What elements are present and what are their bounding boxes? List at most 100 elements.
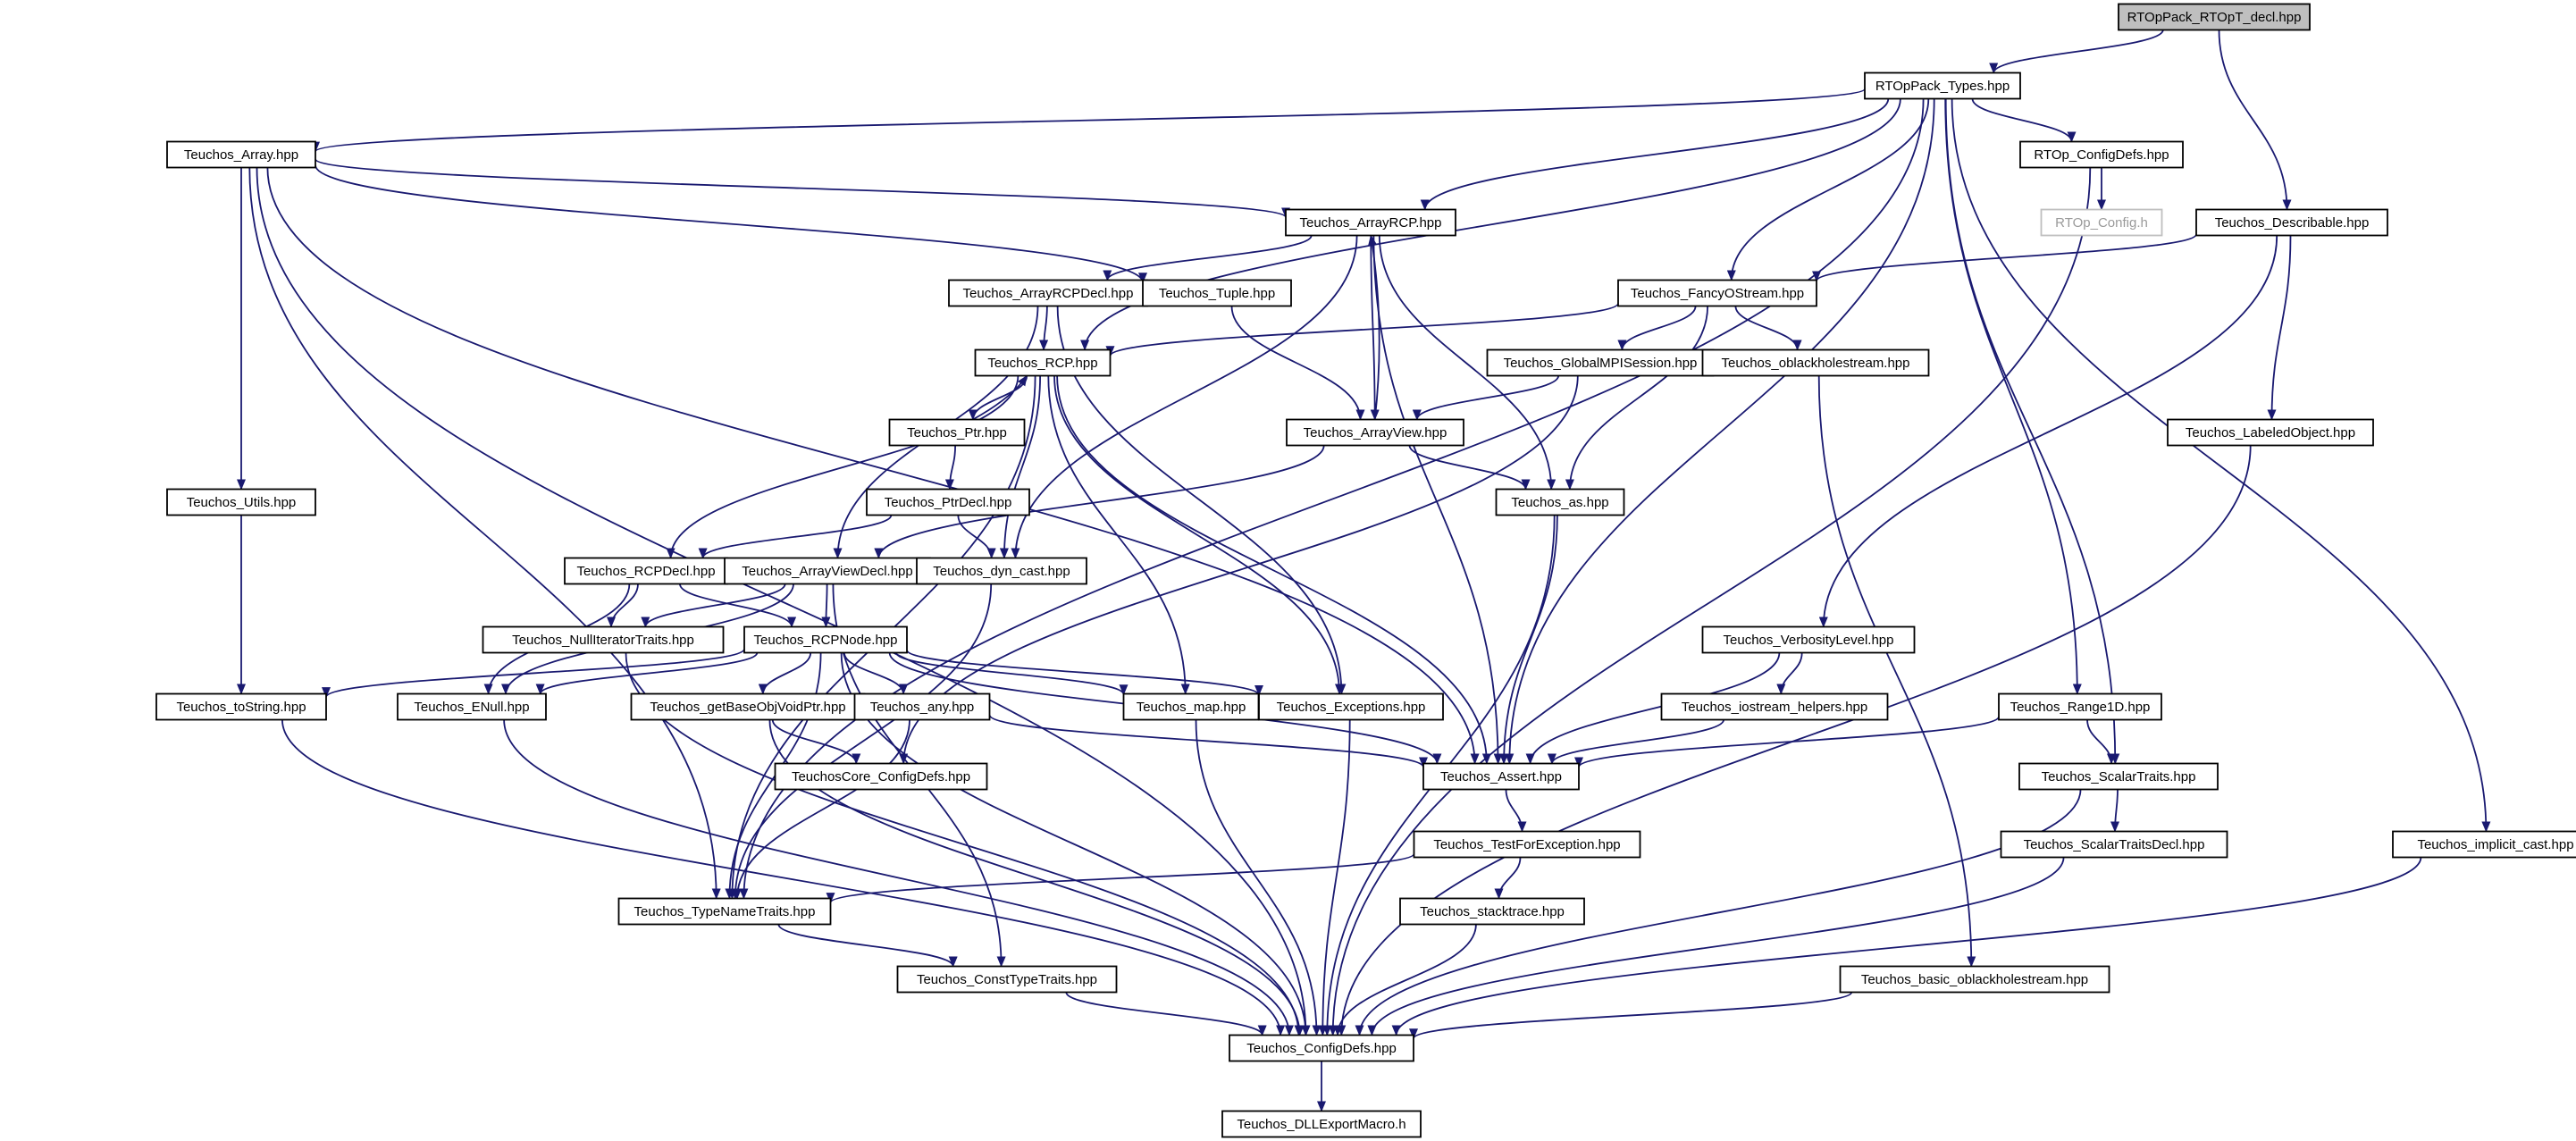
node-teuchos-globalmpisession[interactable]: Teuchos_GlobalMPISession.hpp — [1486, 348, 1715, 377]
node-teuchos-labeledobject[interactable]: Teuchos_LabeledObject.hpp — [2167, 418, 2374, 447]
node-teuchos-consttypetraits[interactable]: Teuchos_ConstTypeTraits.hpp — [896, 965, 1118, 994]
node-teuchos-typenametraits[interactable]: Teuchos_TypeNameTraits.hpp — [617, 897, 832, 926]
node-teuchos-utils[interactable]: Teuchos_Utils.hpp — [166, 488, 316, 516]
edge-verbosity-to-iostream — [1776, 652, 1803, 695]
node-teuchos-fancyostream[interactable]: Teuchos_FancyOStream.hpp — [1617, 279, 1817, 307]
edge-ptr-to-ptrdecl — [944, 445, 956, 491]
edge-arrayview-to-arrayviewdecl — [874, 445, 1325, 559]
node-teuchos-arrayviewdecl[interactable]: Teuchos_ArrayViewDecl.hpp — [724, 557, 931, 585]
node-teuchos-rcpnode[interactable]: Teuchos_RCPNode.hpp — [743, 625, 908, 654]
node-teuchos-stacktrace[interactable]: Teuchos_stacktrace.hpp — [1399, 897, 1585, 926]
edge-arrayviewdecl-to-nulliter — [641, 583, 786, 628]
node-teuchos-dllexportmacro[interactable]: Teuchos_DLLExportMacro.h — [1221, 1110, 1422, 1138]
edge-labeled-to-configdefs — [1337, 445, 2252, 1036]
node-teuchos-oblackholestream[interactable]: Teuchos_oblackholestream.hpp — [1701, 348, 1930, 377]
node-teuchos-iostream-helpers[interactable]: Teuchos_iostream_helpers.hpp — [1660, 692, 1889, 721]
edge-tostring-to-configdefs — [281, 719, 1286, 1036]
node-teuchos-range1d[interactable]: Teuchos_Range1D.hpp — [1998, 692, 2162, 721]
node-teuchoscore-configdefs[interactable]: TeuchosCore_ConfigDefs.hpp — [774, 762, 988, 791]
node-box — [617, 897, 832, 926]
node-label: Teuchos_RCPNode.hpp — [754, 633, 898, 648]
edge-types-to-implicitcast — [1951, 98, 2491, 833]
node-label: Teuchos_getBaseObjVoidPtr.hpp — [650, 700, 845, 715]
node-teuchos-verbositylevel[interactable]: Teuchos_VerbosityLevel.hpp — [1701, 625, 1916, 654]
node-teuchos-ptr[interactable]: Teuchos_Ptr.hpp — [888, 418, 1026, 447]
node-teuchos-any[interactable]: Teuchos_any.hpp — [853, 692, 991, 721]
edge-rtopcfg-to-configdefs — [1328, 167, 2092, 1036]
node-teuchos-scalartraitsdecl[interactable]: Teuchos_ScalarTraitsDecl.hpp — [2000, 830, 2228, 859]
node-teuchos-map[interactable]: Teuchos_map.hpp — [1122, 692, 1260, 721]
edge-enull-to-configdefs — [503, 719, 1294, 1036]
edge-typename-to-consttype — [777, 924, 958, 968]
node-teuchos-rcp[interactable]: Teuchos_RCP.hpp — [974, 348, 1112, 377]
node-label: Teuchos_ArrayViewDecl.hpp — [742, 564, 913, 579]
edge-fancy-to-oblack — [1734, 306, 1802, 351]
node-label: Teuchos_toString.hpp — [176, 700, 306, 715]
node-label: Teuchos_as.hpp — [1511, 495, 1608, 510]
node-label: RTOp_ConfigDefs.hpp — [2034, 147, 2169, 163]
edge-iostream-to-assert — [1547, 719, 1724, 765]
edge-rcpnode-to-getbase — [758, 652, 812, 695]
node-label: Teuchos_map.hpp — [1137, 700, 1246, 715]
node-label: Teuchos_any.hpp — [870, 700, 974, 715]
node-teuchos-rcpdecl[interactable]: Teuchos_RCPDecl.hpp — [564, 557, 728, 585]
node-teuchos-describable[interactable]: Teuchos_Describable.hpp — [2195, 208, 2388, 237]
edge-map-to-configdefs — [1195, 719, 1322, 1036]
edge-fancy-to-rcp — [1105, 302, 1619, 357]
node-teuchos-testforexception[interactable]: Teuchos_TestForException.hpp — [1413, 830, 1641, 859]
node-teuchos-getbaseobjvoidptr[interactable]: Teuchos_getBaseObjVoidPtr.hpp — [630, 692, 866, 721]
node-teuchos-dyn-cast[interactable]: Teuchos_dyn_cast.hpp — [916, 557, 1087, 585]
edge-dyncast-to-typename — [730, 583, 993, 900]
node-box — [974, 348, 1112, 377]
node-teuchos-array[interactable]: Teuchos_Array.hpp — [166, 140, 316, 169]
node-label: RTOp_Config.h — [2055, 215, 2148, 231]
edge-describable-to-labeled — [2267, 235, 2292, 421]
node-rtop-config[interactable]: RTOp_Config.h — [2040, 208, 2163, 237]
node-teuchos-arrayview[interactable]: Teuchos_ArrayView.hpp — [1286, 418, 1464, 447]
node-label: Teuchos_Tuple.hpp — [1159, 286, 1275, 301]
edge-rcpdecl-to-nulliter — [607, 583, 639, 628]
edge-assert-to-testforexc — [1505, 789, 1527, 833]
edge-arrayrcp-to-arrayview — [1370, 235, 1380, 421]
edge-range1d-to-scalartraits — [2086, 719, 2116, 765]
node-box — [166, 140, 316, 169]
node-teuchos-arrayrcpdecl[interactable]: Teuchos_ArrayRCPDecl.hpp — [948, 279, 1148, 307]
node-teuchos-enull[interactable]: Teuchos_ENull.hpp — [397, 692, 547, 721]
node-teuchos-arrayrcp[interactable]: Teuchos_ArrayRCP.hpp — [1285, 208, 1456, 237]
node-label: Teuchos_NullIteratorTraits.hpp — [512, 633, 694, 648]
node-teuchos-as[interactable]: Teuchos_as.hpp — [1495, 488, 1625, 516]
node-label: Teuchos_ArrayView.hpp — [1304, 425, 1447, 440]
node-rtoppack-types[interactable]: RTOpPack_Types.hpp — [1864, 71, 2021, 100]
node-teuchos-tuple[interactable]: Teuchos_Tuple.hpp — [1142, 279, 1292, 307]
edge-array-to-assert — [266, 167, 1480, 765]
node-rtop-configdefs[interactable]: RTOp_ConfigDefs.hpp — [2019, 140, 2184, 169]
node-rtoppack-rtopt-decl[interactable]: RTOpPack_RTOpT_decl.hpp — [2118, 3, 2311, 31]
node-box — [1221, 1110, 1422, 1138]
node-teuchos-nulliteratortraits[interactable]: Teuchos_NullIteratorTraits.hpp — [482, 625, 725, 654]
node-box — [1413, 830, 1641, 859]
node-box — [397, 692, 547, 721]
node-box — [743, 625, 908, 654]
node-box — [482, 625, 725, 654]
node-teuchos-implicit-cast[interactable]: Teuchos_implicit_cast.hpp — [2392, 830, 2576, 859]
node-teuchos-assert[interactable]: Teuchos_Assert.hpp — [1422, 762, 1580, 791]
node-teuchos-tostring[interactable]: Teuchos_toString.hpp — [155, 692, 327, 721]
node-teuchos-ptrdecl[interactable]: Teuchos_PtrDecl.hpp — [866, 488, 1030, 516]
node-label: Teuchos_ScalarTraitsDecl.hpp — [2024, 837, 2205, 852]
node-label: Teuchos_stacktrace.hpp — [1420, 904, 1565, 919]
node-box — [1998, 692, 2162, 721]
node-box — [1399, 897, 1585, 926]
node-teuchos-scalartraits[interactable]: Teuchos_ScalarTraits.hpp — [2018, 762, 2219, 791]
node-label: Teuchos_ArrayRCPDecl.hpp — [963, 286, 1134, 301]
node-label: Teuchos_ConfigDefs.hpp — [1246, 1041, 1397, 1056]
node-box — [2392, 830, 2576, 859]
node-teuchos-basic-oblackholestream[interactable]: Teuchos_basic_oblackholestream.hpp — [1839, 965, 2110, 994]
edge-getbase-to-corecfg — [771, 719, 861, 765]
edge-fancy-to-globalmpi — [1617, 306, 1697, 351]
edge-rcpnode-to-any — [843, 652, 909, 695]
node-box — [896, 965, 1118, 994]
node-teuchos-configdefs[interactable]: Teuchos_ConfigDefs.hpp — [1229, 1034, 1414, 1062]
node-label: Teuchos_TypeNameTraits.hpp — [634, 904, 816, 919]
node-teuchos-exceptions[interactable]: Teuchos_Exceptions.hpp — [1258, 692, 1444, 721]
edge-rcpnode-to-tostring — [322, 648, 745, 699]
